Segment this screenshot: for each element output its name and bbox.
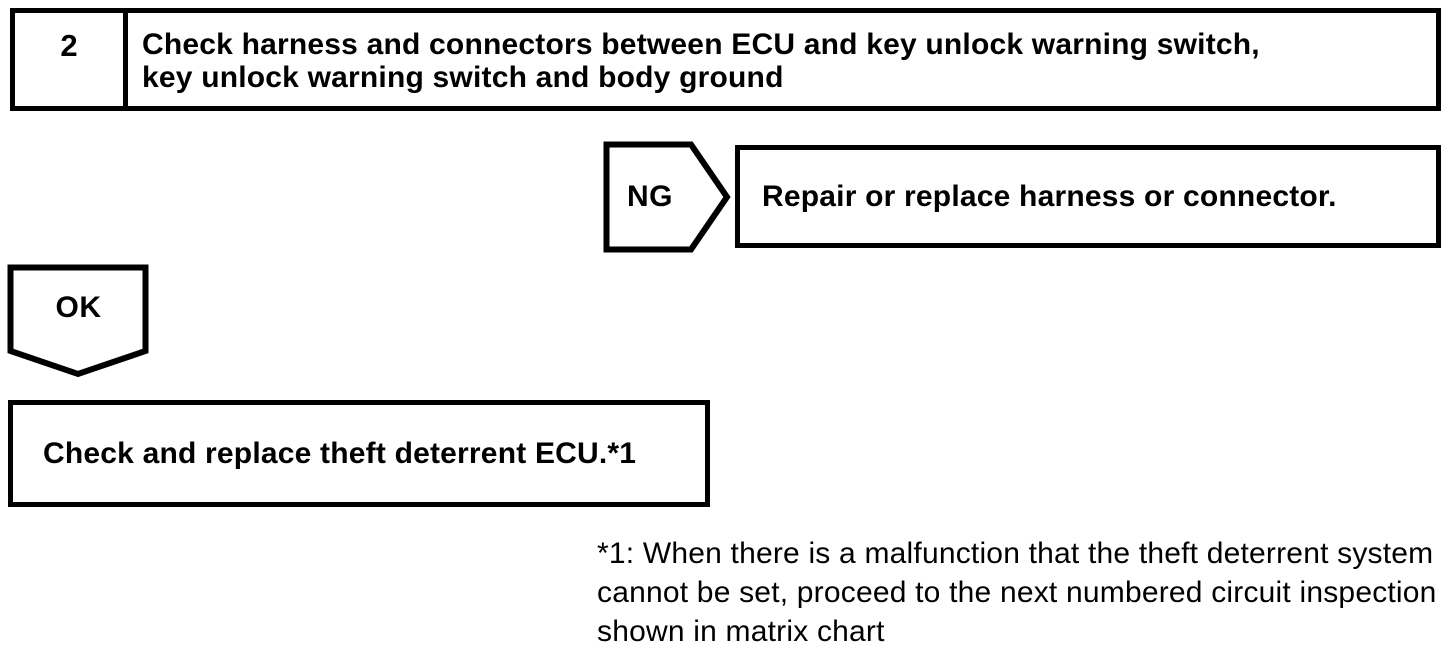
ng-result-text: Repair or replace harness or connector. (762, 179, 1337, 213)
step-number-cell: 2 (15, 13, 128, 106)
ok-action-box: Check and replace theft deterrent ECU.*1 (8, 400, 710, 507)
footnote-line-2: cannot be set, proceed to the next numbe… (597, 576, 1437, 609)
step-box: 2 Check harness and connectors between E… (10, 8, 1441, 111)
ok-connector-shape (7, 264, 149, 378)
footnote: *1: When there is a malfunction that the… (597, 534, 1456, 648)
step-instruction-line-2: key unlock warning switch and body groun… (142, 61, 784, 94)
ng-connector-shape (603, 141, 731, 253)
ng-result-box: Repair or replace harness or connector. (735, 145, 1441, 248)
ok-action-text: Check and replace theft deterrent ECU.*1 (43, 436, 637, 470)
step-number: 2 (60, 28, 78, 63)
footnote-line-3: shown in matrix chart (597, 615, 885, 648)
ok-connector-label: OK (55, 291, 102, 324)
step-instruction-line-1: Check harness and connectors between ECU… (142, 28, 1260, 61)
ng-connector-label: NG (627, 180, 673, 213)
step-instruction: Check harness and connectors between ECU… (128, 13, 1436, 106)
footnote-line-1: *1: When there is a malfunction that the… (597, 537, 1434, 570)
